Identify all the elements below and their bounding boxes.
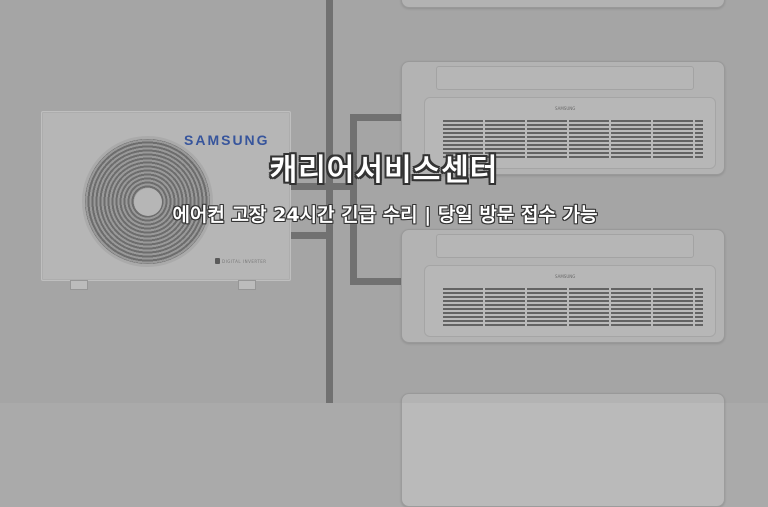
unit-foot <box>70 280 88 290</box>
indoor-unit-2: SAMSUNG <box>401 229 725 343</box>
cassette-brand-logo: SAMSUNG <box>555 106 576 111</box>
cassette-body: SAMSUNG <box>424 97 716 169</box>
indoor-unit-1: SAMSUNG <box>401 61 725 175</box>
indoor-unit-bottom-cropped <box>401 393 725 507</box>
refrigerant-pipe-branch-upper <box>350 114 402 121</box>
refrigerant-pipe-branch-lower <box>350 278 402 285</box>
cassette-grille <box>443 120 703 158</box>
fan-grille-icon <box>82 136 213 267</box>
unit-foot <box>238 280 256 290</box>
outdoor-unit: SAMSUNG DIGITAL INVERTER <box>41 111 291 290</box>
inverter-tag: DIGITAL INVERTER <box>222 259 267 264</box>
cassette-body: SAMSUNG <box>424 265 716 337</box>
cassette-panel <box>436 66 694 90</box>
refrigerant-pipe-outdoor-upper <box>289 183 357 190</box>
refrigerant-pipe-outdoor-lower <box>289 232 333 239</box>
refrigerant-pipe-branch-vertical <box>350 114 357 284</box>
cassette-panel <box>436 234 694 258</box>
outdoor-brand-logo: SAMSUNG <box>184 132 270 148</box>
dim-overlay <box>0 0 768 403</box>
page-title: 캐리어서비스센터 <box>269 153 499 188</box>
cassette-grille <box>443 288 703 326</box>
cassette-brand-logo: SAMSUNG <box>555 274 576 279</box>
inverter-logo-icon <box>215 258 220 264</box>
refrigerant-pipe-vertical-main <box>326 0 333 403</box>
page-subtitle: 에어컨 고장 24시간 긴급 수리 | 당일 방문 접수 가능 <box>172 204 598 226</box>
